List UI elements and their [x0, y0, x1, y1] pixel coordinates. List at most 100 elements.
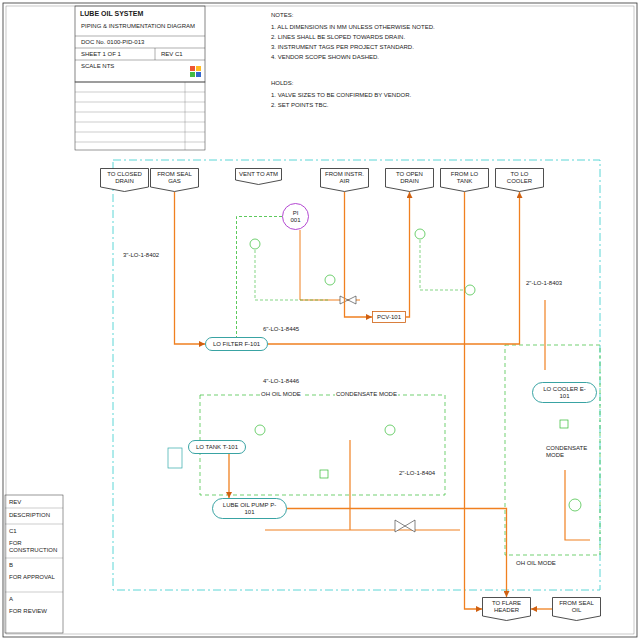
annotation-text: OH OIL MODE — [515, 560, 557, 567]
process-pipe — [565, 470, 590, 540]
drawing-title: LUBE OIL SYSTEM — [80, 10, 143, 18]
process-line — [237, 217, 283, 338]
instrument-bubble — [569, 499, 581, 511]
annotation-text: CONDENSATE MODE — [545, 445, 599, 459]
table-rule — [5, 592, 63, 593]
process-line — [406, 192, 410, 317]
vessel-outline — [213, 499, 287, 519]
annotation-text: 4. VENDOR SCOPE SHOWN DASHED. — [270, 54, 380, 61]
process-line — [531, 608, 552, 609]
offpage-connector: FROM SEAL GAS — [150, 168, 199, 192]
vessel-outline — [189, 441, 246, 454]
offpage-connector: FROM INSTR. AIR — [320, 168, 369, 192]
logo-mark — [196, 66, 201, 71]
offpage-connector: TO OPEN DRAIN — [385, 168, 434, 192]
annotation-text: 2"-LO-1-8403 — [525, 280, 563, 287]
signal-line — [255, 250, 330, 300]
instrument-bubble — [255, 425, 265, 435]
process-pipe — [300, 230, 360, 300]
offpage-outline — [386, 169, 434, 192]
annotation-text: SHEET 1 OF 1 — [80, 51, 122, 58]
annotation-text: REV C1 — [160, 51, 184, 58]
offpage-outline — [151, 169, 199, 192]
logo-mark — [190, 72, 195, 77]
annotation-text: OH OIL MODE — [260, 391, 302, 398]
annotation-text: 4"-LO-1-8446 — [262, 378, 300, 385]
table-rule — [75, 48, 205, 49]
table-rule — [75, 60, 205, 61]
equipment-vessel: LUBE OIL PUMP P-101 — [212, 498, 287, 519]
node-label: LUBE OIL PUMP P-101 — [220, 502, 280, 516]
annotation-text: REV — [8, 499, 22, 506]
node-label: FROM INSTR. AIR — [324, 171, 366, 185]
table-rule — [75, 36, 205, 37]
process-line — [268, 192, 520, 344]
annotation-text: PIPING & INSTRUMENTATION DIAGRAM — [80, 23, 196, 30]
table-rule — [5, 558, 63, 559]
node-label: TO OPEN DRAIN — [389, 171, 431, 185]
table-rule — [75, 142, 205, 143]
offpage-connector: VENT TO ATM — [235, 168, 282, 185]
equipment-vessel: LO FILTER F-101 — [205, 337, 268, 351]
control-valve — [320, 470, 328, 478]
table-rule — [75, 102, 205, 103]
instrument-bubble — [385, 425, 395, 435]
annotation-text: B — [8, 562, 14, 569]
node-label: LO TANK T-101 — [196, 444, 238, 451]
table-rule — [75, 112, 205, 113]
signal-line — [420, 240, 470, 290]
valve-box: PCV-101 — [372, 311, 406, 323]
table-rule — [155, 48, 156, 60]
instrument-bubble — [250, 239, 260, 249]
annotation-text: 6"-LO-1-8445 — [262, 326, 300, 333]
node-label: VENT TO ATM — [239, 171, 278, 178]
offpage-outline — [496, 169, 544, 192]
offpage-connector: FROM SEAL OIL — [552, 597, 601, 621]
offpage-outline — [101, 169, 149, 192]
equipment-vessel: LO TANK T-101 — [188, 440, 246, 454]
annotation-text: FOR CONSTRUCTION — [8, 540, 62, 554]
box-outline — [373, 312, 406, 323]
vessel-outline — [206, 338, 268, 351]
process-pipe — [544, 300, 545, 370]
process-pipe — [349, 440, 350, 530]
process-line — [228, 454, 229, 498]
offpage-connector: TO CLOSED DRAIN — [100, 168, 149, 192]
node-label: LO FILTER F-101 — [213, 341, 260, 348]
vessel-outline — [533, 383, 597, 403]
instrument-bubble — [465, 285, 475, 295]
annotation-text: HOLDS: — [270, 80, 294, 87]
process-line — [287, 509, 507, 598]
node-label: TO FLARE HEADER — [486, 600, 528, 614]
offpage-outline — [236, 169, 282, 185]
node-label: FROM SEAL GAS — [154, 171, 196, 185]
equipment-outline — [168, 448, 182, 468]
node-label: TO LO COOLER — [499, 171, 541, 185]
annotation-text: SCALE NTS — [80, 63, 115, 70]
annotation-text: A — [8, 596, 14, 603]
valve-symbol — [395, 520, 415, 532]
annotation-text: NOTES: — [270, 12, 294, 19]
annotation-text: 3. INSTRUMENT TAGS PER PROJECT STANDARD. — [270, 44, 415, 51]
node-label: PI 001 — [288, 210, 304, 224]
revision-table — [75, 82, 205, 150]
annotation-text: C1 — [8, 528, 18, 535]
node-label: LO COOLER E-101 — [540, 386, 590, 400]
title-block — [75, 6, 205, 82]
annotation-text: 1. ALL DIMENSIONS IN MM UNLESS OTHERWISE… — [270, 24, 436, 31]
process-line — [175, 192, 206, 344]
sheet-frame — [3, 3, 637, 637]
instrument-bubble — [325, 275, 335, 285]
offpage-outline — [553, 598, 601, 621]
table-rule — [75, 122, 205, 123]
table-rule — [75, 92, 205, 93]
process-pipe — [265, 529, 460, 530]
instrument-bubble — [415, 229, 425, 239]
annotation-text: 2. LINES SHALL BE SLOPED TOWARDS DRAIN. — [270, 34, 406, 41]
battery-limit — [113, 160, 600, 590]
annotation-text: 1. VALVE SIZES TO BE CONFIRMED BY VENDOR… — [270, 92, 412, 99]
control-valve — [560, 420, 568, 428]
process-line — [345, 192, 373, 317]
offpage-connector: TO LO COOLER — [495, 168, 544, 192]
